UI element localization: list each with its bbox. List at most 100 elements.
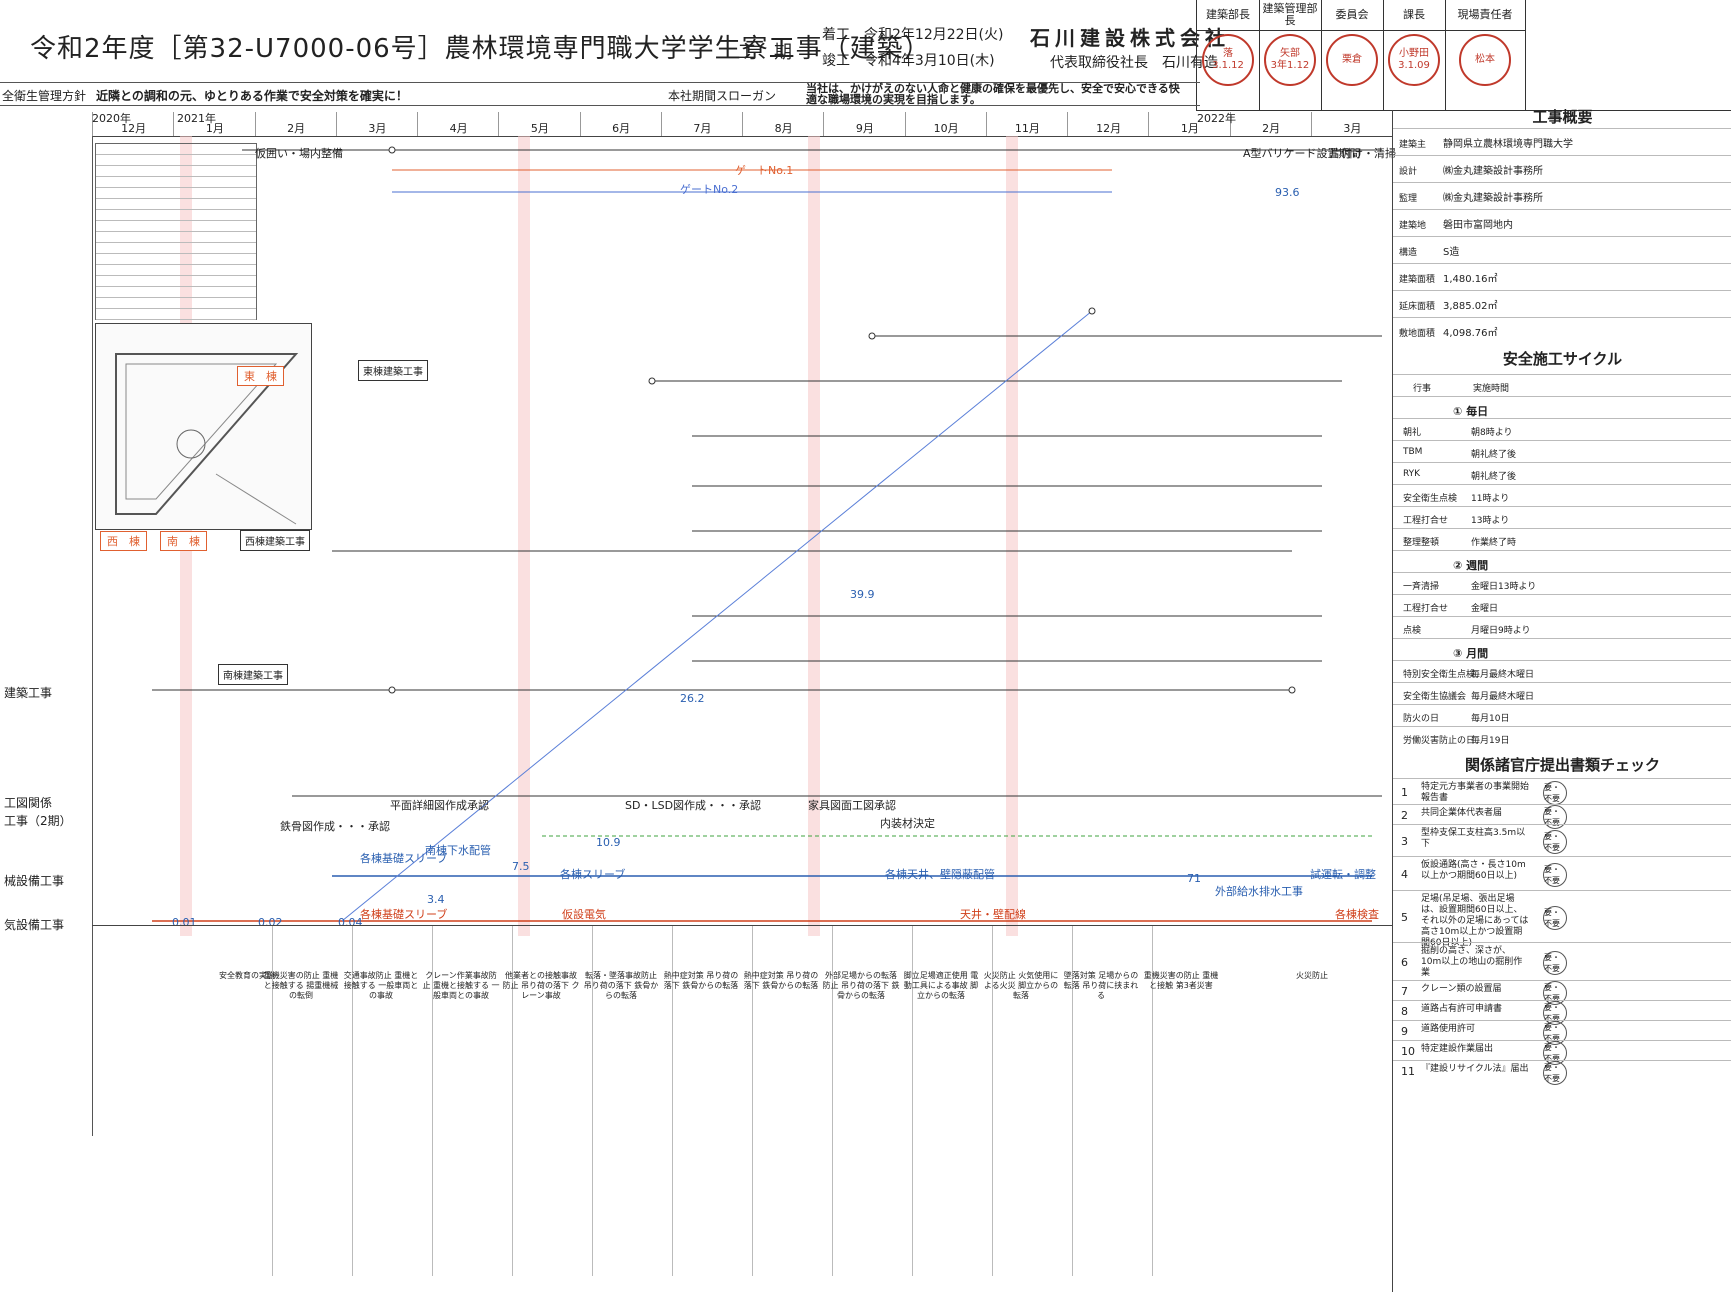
cycle-time: 作業終了時 <box>1471 538 1517 548</box>
holiday-band <box>808 136 820 936</box>
cycle-row: 労働災害防止の日毎月19日 <box>1393 726 1731 749</box>
cycle-event: 防火の日 <box>1403 714 1440 724</box>
temp-wall-label: 仮囲い・場内整備 <box>255 147 343 160</box>
safety-item: 火災防止 火気使用による火災 脚立からの転落 <box>983 971 1059 1000</box>
overview-key: 建築地 <box>1399 221 1427 231</box>
required-mark: 要・不要 <box>1543 830 1567 854</box>
progress-value: 93.6 <box>1275 186 1300 199</box>
check-text: 掘削の高さ、深さが、10m以上の地山の掘削作業 <box>1421 946 1523 978</box>
hanko-stamp: 栗倉 <box>1326 34 1378 86</box>
start-label: 着工 <box>822 27 850 43</box>
safety-column <box>912 926 913 1276</box>
overview-row: 建築主 静岡県立農林環境専門職大学 <box>1393 128 1731 157</box>
overview-key: 建築面積 <box>1399 275 1436 285</box>
fire-prevention: 火災防止 <box>1296 971 1328 980</box>
cycle-time: 朝8時より <box>1471 428 1513 438</box>
quantity-table <box>95 143 257 320</box>
safety-start: 安全教育の実施 <box>219 971 275 980</box>
cycle-row: 工程打合せ金曜日 <box>1393 594 1731 617</box>
west-building-box: 西棟建築工事 <box>240 530 310 551</box>
category-column: 建築工事 工図関係 工事（2期） 械設備工事 気設備工事 <box>0 136 93 1136</box>
overview-value: 4,098.76㎡ <box>1443 328 1498 339</box>
year-label: 2022年 <box>1197 112 1236 125</box>
safety-item: 他業者との接触事故防止 吊り荷の落下 クレーン事故 <box>502 971 580 1000</box>
cycle-time: 毎月19日 <box>1471 736 1510 746</box>
overview-value: ㈱金丸建築設計事務所 <box>1443 166 1543 177</box>
safety-item: 重機災害の防止 重機と接触 第3者災害 <box>1143 971 1219 990</box>
safety-item: 熱中症対策 吊り荷の落下 鉄骨からの転落 <box>663 971 739 990</box>
required-mark: 要・不要 <box>1543 863 1567 887</box>
cycle-section-row: ③ 月間 <box>1393 638 1731 661</box>
cycle-event: 整理整頓 <box>1403 538 1440 548</box>
ceiling-pipe-label: 各棟天井、壁隠蔽配管 <box>885 868 995 881</box>
overview-key: 構造 <box>1399 248 1418 258</box>
safety-item: 交通事故防止 重機と接触する 一般車両との事故 <box>343 971 419 1000</box>
progress-value: 26.2 <box>680 692 705 705</box>
safety-item: 外部足場からの転落防止 吊り荷の落下 鉄骨からの転落 <box>822 971 900 1000</box>
stamp-role: 建築管理部長 <box>1259 0 1321 31</box>
cycle-event: RYK <box>1403 469 1421 479</box>
progress-value: 3.4 <box>427 893 445 906</box>
site-plan <box>95 323 312 530</box>
stamp-cell: 現場責任者 松本 <box>1445 0 1526 110</box>
temp-electric-label: 仮設電気 <box>562 908 606 921</box>
end-date: 令和4年3月10日(木) <box>864 53 995 69</box>
check-text: クレーン類の設置届 <box>1421 984 1502 994</box>
cycle-row: 一斉清掃金曜日13時より <box>1393 572 1731 595</box>
site-plan-drawing <box>115 353 299 525</box>
test-run-label: 試運転・調整 <box>1310 868 1376 881</box>
check-text: 特定建設作業届出 <box>1421 1044 1494 1054</box>
gate1-label: ゲートNo.1 <box>735 164 794 177</box>
month-cell: 1月 <box>1148 112 1230 136</box>
check-number: 10 <box>1401 1045 1415 1058</box>
cleanup-label: 片付け・清掃 <box>1330 147 1396 160</box>
check-text: 『建設リサイクル法』届出 <box>1421 1064 1529 1074</box>
cycle-time: 金曜日 <box>1471 604 1499 614</box>
cycle-time: 月曜日9時より <box>1471 626 1531 636</box>
overview-value: 静岡県立農林環境専門職大学 <box>1443 139 1573 150</box>
overview-key: 建築主 <box>1399 140 1427 150</box>
overview-value: 磐田市富岡地内 <box>1443 220 1513 231</box>
overview-key: 監理 <box>1399 194 1418 204</box>
drawing2-label: 鉄骨図作成・・・承認 <box>280 820 390 833</box>
overview-title: 工事概要 <box>1532 108 1593 126</box>
east-building-box: 東棟建築工事 <box>358 360 428 381</box>
cycle-time: 13時より <box>1471 516 1510 526</box>
safety-column <box>992 926 993 1276</box>
category-label: 建築工事 <box>4 686 53 700</box>
check-number: 4 <box>1401 868 1408 881</box>
overview-key: 延床面積 <box>1399 302 1436 312</box>
month-label: 3月 <box>368 122 387 135</box>
cycle-event: 安全衛生協議会 <box>1403 692 1467 702</box>
year-label: 2020年 <box>92 112 131 125</box>
month-cell: 2月 <box>1229 112 1312 136</box>
month-label: 1月 <box>205 122 224 135</box>
check-text: 共同企業体代表者届 <box>1421 808 1503 818</box>
check-number: 2 <box>1401 809 1408 822</box>
check-text: 道路使用許可 <box>1421 1024 1476 1034</box>
stamp-role: 建築部長 <box>1197 0 1259 31</box>
period-label: 工 期 <box>738 42 792 63</box>
month-cell: 3月 <box>335 112 418 136</box>
month-cell: 2月 <box>254 112 337 136</box>
cycle-section: ③ 月間 <box>1453 647 1489 660</box>
representative: 代表取締役社長 石川有造 <box>1050 55 1218 71</box>
cycle-time: 朝礼終了後 <box>1471 472 1517 482</box>
required-mark: 要・不要 <box>1543 951 1567 975</box>
month-label: 4月 <box>449 122 468 135</box>
cycle-event: 特別安全衛生点検 <box>1403 670 1476 680</box>
month-cell: 4月 <box>417 112 499 136</box>
safety-item: クレーン作業事故防止 重機と接触する 一般車両との事故 <box>422 971 500 1000</box>
year-label: 2021年 <box>177 112 216 125</box>
